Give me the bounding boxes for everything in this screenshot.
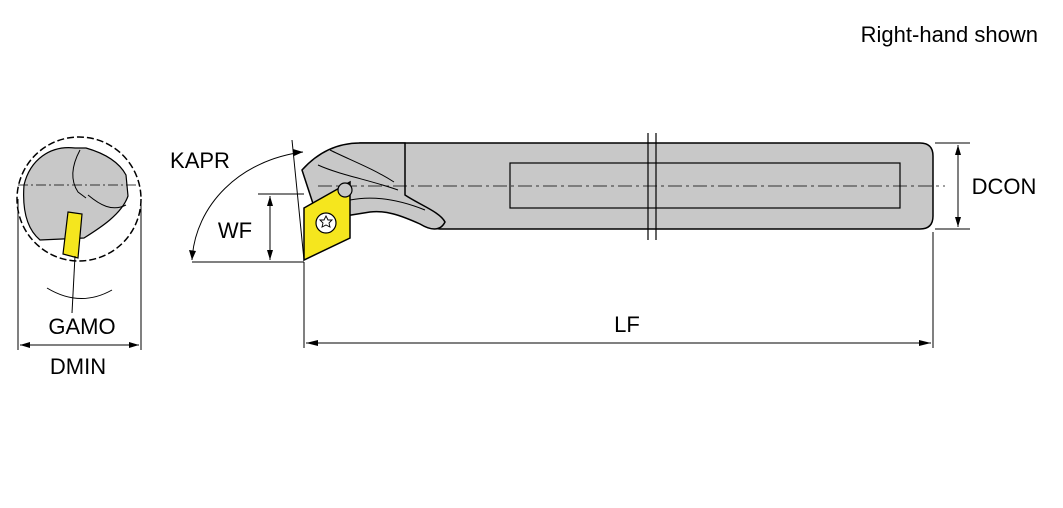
lf-label: LF xyxy=(614,312,640,337)
lf-dimension: LF xyxy=(303,232,934,348)
head-flank-curve xyxy=(349,197,426,211)
kapr-ref-line xyxy=(291,139,305,261)
kapr-arrow-bottom xyxy=(189,250,196,260)
head-chip-curve xyxy=(317,164,399,191)
wf-label: WF xyxy=(218,218,252,243)
head-shoulder-curve xyxy=(329,149,395,183)
end-view-insert xyxy=(62,211,83,259)
dcon-dimension: DCON xyxy=(935,142,1037,230)
lf-arrow-left xyxy=(306,340,318,346)
end-view: GAMO DMIN xyxy=(16,136,142,379)
kapr-arrow-top xyxy=(293,149,303,156)
wf-dimension: WF xyxy=(218,193,304,260)
kapr-label: KAPR xyxy=(170,148,230,173)
end-view-flank xyxy=(87,194,127,209)
right-hand-shown-note: Right-hand shown xyxy=(861,22,1038,47)
dmin-arrow-right xyxy=(129,342,139,348)
dcon-arrow-top xyxy=(955,145,961,155)
kapr-arc xyxy=(191,151,304,261)
wf-arrow-bottom xyxy=(267,250,273,260)
clamp-pin xyxy=(337,182,353,198)
gamo-leader xyxy=(71,255,76,314)
dcon-label: DCON xyxy=(972,174,1037,199)
gamo-label: GAMO xyxy=(48,314,115,339)
end-view-chip-groove xyxy=(72,149,87,199)
lf-arrow-right xyxy=(919,340,931,346)
torx-icon xyxy=(318,214,334,228)
wf-arrow-top xyxy=(267,196,273,206)
shank-slot xyxy=(509,162,901,209)
gamo-arc xyxy=(46,287,113,299)
end-view-bar-section xyxy=(23,147,129,241)
kapr-dimension: KAPR xyxy=(170,139,305,263)
dcon-arrow-bottom xyxy=(955,217,961,227)
insert-screw xyxy=(315,212,337,234)
dmin-label: DMIN xyxy=(50,354,106,379)
side-view xyxy=(301,133,945,262)
dmin-arrow-left xyxy=(20,342,30,348)
